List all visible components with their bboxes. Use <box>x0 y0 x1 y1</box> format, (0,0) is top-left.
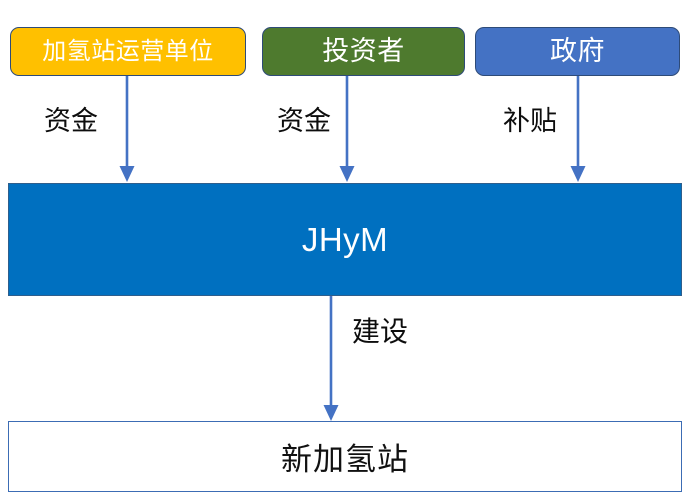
arrow-construction <box>323 296 339 421</box>
stakeholder-box-government: 政府 <box>475 27 680 76</box>
arrow-funds-from-investor <box>339 76 355 182</box>
output-box-label: 新加氢站 <box>281 442 409 477</box>
arrow-label-funds-from-operator: 资金 <box>44 106 98 136</box>
stakeholder-label-investor: 投资者 <box>322 36 405 66</box>
center-platform-label: JHyM <box>301 220 389 258</box>
stakeholder-box-hydrogen-station-operator: 加氢站运营单位 <box>10 27 246 76</box>
arrow-funds-from-operator <box>119 76 135 182</box>
arrow-label-funds-from-investor: 资金 <box>277 106 331 136</box>
stakeholder-label-government: 政府 <box>550 36 605 66</box>
output-box-new-hydrogen-station: 新加氢站 <box>8 421 682 492</box>
arrow-label-construction: 建设 <box>352 316 409 347</box>
arrow-label-subsidy-from-government: 补贴 <box>503 106 557 136</box>
stakeholder-label-hydrogen-station-operator: 加氢站运营单位 <box>42 37 214 65</box>
center-platform-box-jhym: JHyM <box>8 183 682 296</box>
stakeholder-box-investor: 投资者 <box>262 27 465 76</box>
arrow-subsidy-from-government <box>570 76 586 182</box>
